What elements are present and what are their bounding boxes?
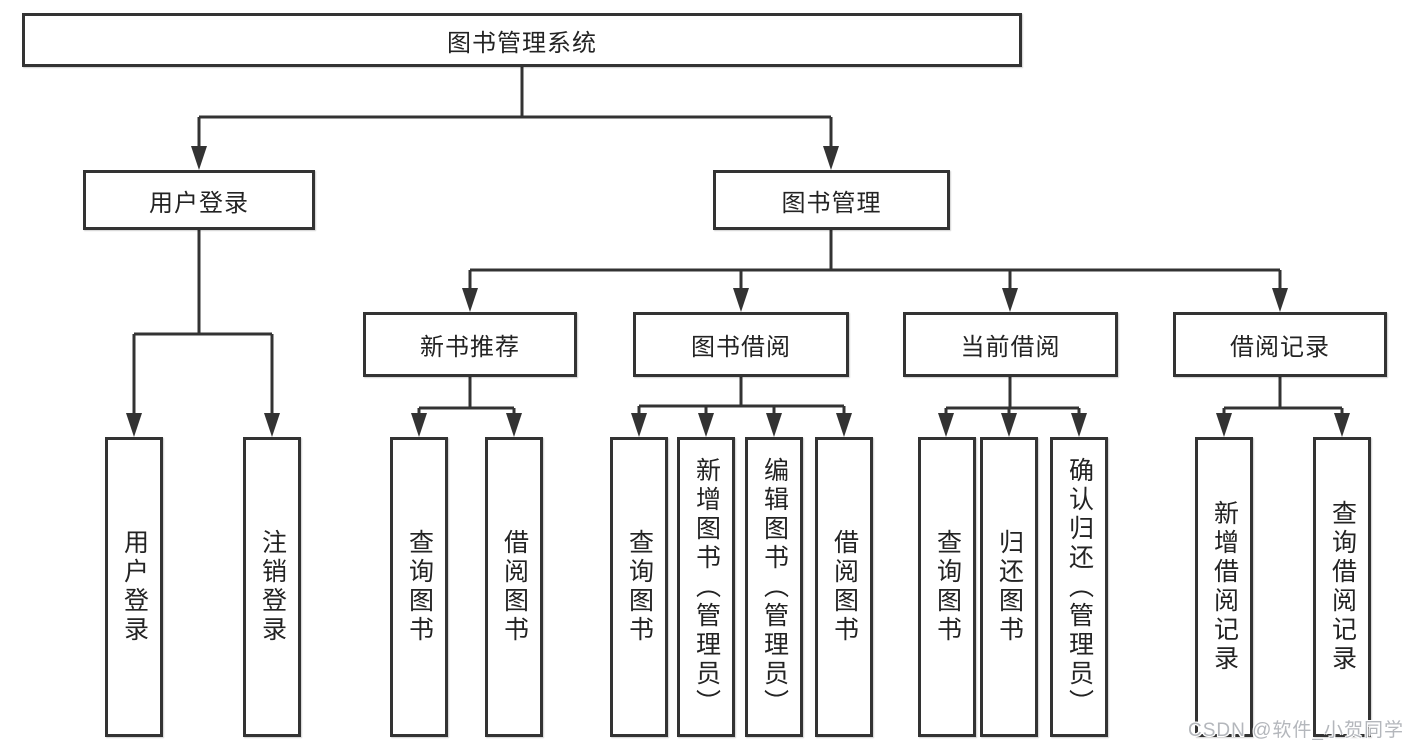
leaf-label: 注销登录 [258, 529, 287, 645]
leaf-query-books-current: 查询图书 [918, 437, 976, 737]
leaf-logout: 注销登录 [243, 437, 301, 737]
leaf-label: 用户登录 [120, 529, 149, 645]
node-label: 图书借阅 [691, 334, 791, 361]
node-label: 图书管理 [781, 189, 882, 217]
node-label: 新书推荐 [420, 334, 520, 361]
node-book-borrow: 图书借阅 [633, 312, 849, 377]
leaf-label: 查询借阅记录 [1328, 500, 1357, 674]
leaf-borrow-books-recommend: 借阅图书 [485, 437, 543, 737]
csdn-watermark: CSDN @软件_小贺同学 [1188, 720, 1404, 741]
leaf-label: 新增图书（管理员） [692, 456, 721, 718]
arrow-down-icon [1272, 288, 1288, 312]
node-label: 当前借阅 [960, 334, 1061, 361]
leaf-borrow-books: 借阅图书 [815, 437, 873, 737]
leaf-edit-book-admin: 编辑图书（管理员） [745, 437, 803, 737]
arrow-down-icon [1001, 413, 1017, 437]
node-borrow-records: 借阅记录 [1173, 312, 1387, 377]
arrow-down-icon [698, 413, 714, 437]
arrow-down-icon [631, 413, 647, 437]
leaf-label: 借阅图书 [500, 529, 529, 645]
node-new-book-recommend: 新书推荐 [363, 312, 577, 377]
arrow-down-icon [938, 413, 954, 437]
arrow-down-icon [462, 288, 478, 312]
arrow-down-icon [1071, 413, 1087, 437]
leaf-label: 归还图书 [995, 529, 1024, 645]
arrow-down-icon [836, 413, 852, 437]
node-user-login: 用户登录 [83, 170, 315, 230]
arrow-down-icon [1002, 288, 1018, 312]
arrow-down-icon [733, 288, 749, 312]
leaf-add-borrow-record: 新增借阅记录 [1195, 437, 1253, 737]
leaf-add-book-admin: 新增图书（管理员） [677, 437, 735, 737]
leaf-label: 查询图书 [933, 529, 962, 645]
leaf-label: 新增借阅记录 [1210, 500, 1239, 674]
leaf-query-books-borrow: 查询图书 [610, 437, 668, 737]
node-book-management: 图书管理 [713, 170, 950, 230]
arrow-down-icon [1334, 413, 1350, 437]
leaf-query-books-recommend: 查询图书 [390, 437, 448, 737]
leaf-label: 借阅图书 [830, 529, 859, 645]
arrow-down-icon [1216, 413, 1232, 437]
node-label: 借阅记录 [1230, 334, 1330, 361]
arrow-down-icon [766, 413, 782, 437]
arrow-down-icon [126, 413, 142, 437]
leaf-label: 查询图书 [625, 529, 654, 645]
leaf-label: 确认归还（管理员） [1065, 456, 1094, 718]
node-label: 用户登录 [149, 189, 249, 217]
arrow-down-icon [411, 413, 427, 437]
arrow-down-icon [191, 146, 207, 170]
leaf-query-borrow-record: 查询借阅记录 [1313, 437, 1371, 737]
leaf-label: 编辑图书（管理员） [760, 456, 789, 718]
arrow-down-icon [823, 146, 839, 170]
node-label: 图书管理系统 [447, 29, 597, 57]
leaf-confirm-return-admin: 确认归还（管理员） [1050, 437, 1108, 737]
node-current-borrow: 当前借阅 [903, 312, 1118, 377]
leaf-user-login: 用户登录 [105, 437, 163, 737]
arrow-down-icon [506, 413, 522, 437]
leaf-label: 查询图书 [405, 529, 434, 645]
leaf-return-book: 归还图书 [980, 437, 1038, 737]
node-root-system: 图书管理系统 [22, 13, 1022, 67]
arrow-down-icon [264, 413, 280, 437]
